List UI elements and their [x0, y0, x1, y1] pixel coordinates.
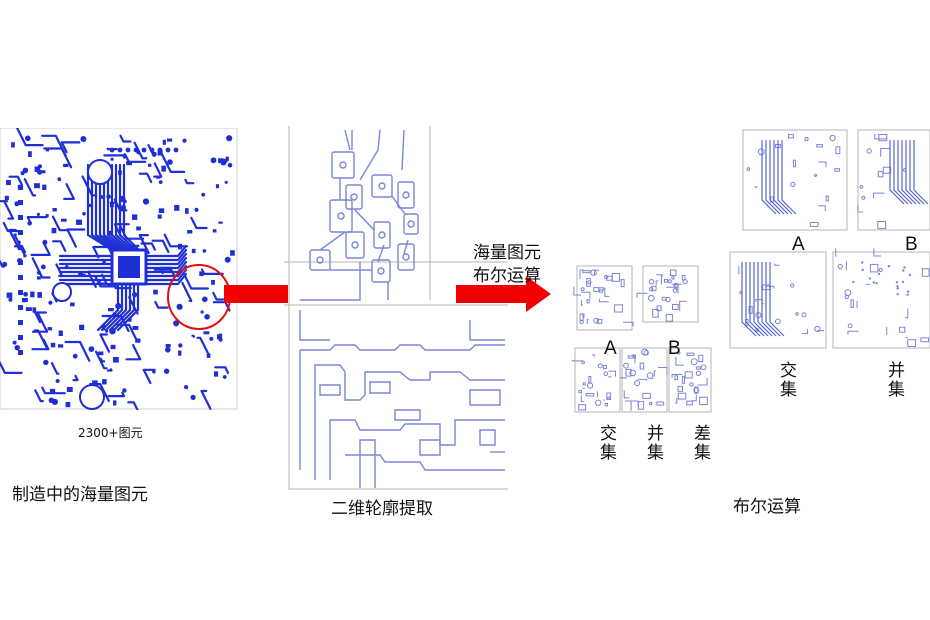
pcb-image [0, 128, 238, 410]
large-intersection-label: 交集 [776, 361, 796, 399]
small-intersection-label: 交集 [596, 424, 616, 462]
small-set-a-label: A [604, 338, 617, 359]
arrow2-label-line1: 海量图元 [473, 243, 541, 263]
small-union-label: 并集 [643, 424, 663, 462]
large-union-label: 并集 [884, 361, 904, 399]
boolean-large-group [729, 129, 930, 349]
large-set-a-label: A [792, 234, 805, 255]
element-count-label: 2300+图元 [78, 426, 143, 440]
small-set-b-label: B [668, 338, 681, 359]
large-set-b-label: B [905, 234, 918, 255]
arrow2-label-line2: 布尔运算 [473, 266, 541, 286]
panel1-caption: 制造中的海量图元 [12, 485, 148, 505]
panel2-caption: 二维轮廓提取 [331, 499, 433, 519]
small-difference-label: 差集 [690, 424, 710, 462]
chip-outline [110, 248, 148, 286]
boolean-small-group [571, 265, 712, 413]
panel3-caption: 布尔运算 [733, 497, 801, 517]
arrow-2 [456, 276, 551, 312]
contour-image [284, 126, 508, 490]
